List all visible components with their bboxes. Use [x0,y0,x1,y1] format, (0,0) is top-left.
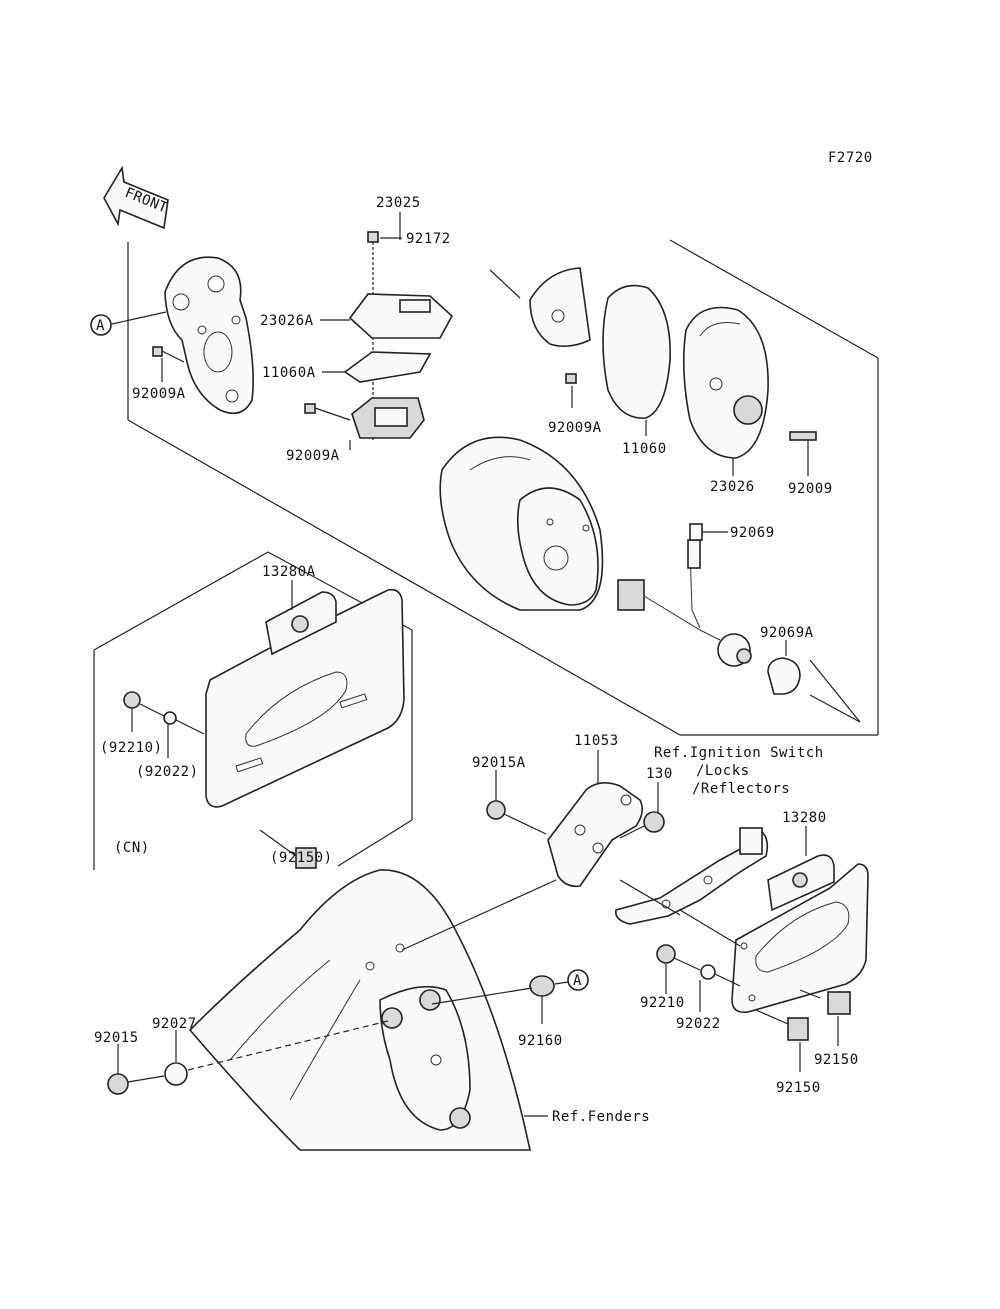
lamp-reflector [529,267,591,348]
label-23026: 23026 [710,479,755,495]
label-92150-cn: (92150) [270,850,333,866]
label-92150-2: 92150 [776,1080,821,1096]
screw-92009 [789,431,817,441]
ref-fenders: Ref.Fenders [552,1109,650,1125]
ref-a-right: A [573,973,582,989]
grommet-92160 [431,975,555,1005]
nut-92015a [486,800,547,835]
screw-92009a-left [152,346,185,363]
label-23025: 23025 [376,195,421,211]
label-11060: 11060 [622,441,667,457]
label-92015a: 92015A [472,755,526,771]
label-92172: 92172 [406,231,451,247]
label-92009: 92009 [788,481,833,497]
washer-92027 [164,1062,188,1086]
ref-reflectors: /Reflectors [692,781,790,797]
bolt-130 [619,811,665,839]
license-plate-bracket-cn [205,588,405,808]
label-92210: 92210 [640,995,685,1011]
nut-92210 [656,944,741,987]
ref-a-left: A [96,318,105,334]
bolt-92150-lower [755,1009,809,1041]
label-11053: 11053 [574,733,619,749]
nut-92210-cn [123,691,205,735]
bulb-92069a [767,657,801,695]
label-92022: 92022 [676,1016,721,1032]
tail-lamp-housing [439,436,604,611]
ignition-switch-bracket [614,827,769,925]
label-92210-cn: (92210) [100,740,163,756]
lamp-gasket-11060a [343,351,432,383]
label-13280a: 13280A [262,564,316,580]
label-13280: 13280 [782,810,827,826]
lamp-lens-gasket-11060 [602,284,671,419]
label-11060a: 11060A [262,365,316,381]
rear-fender [188,869,531,1151]
label-92069: 92069 [730,525,775,541]
figure-code: F2720 [828,150,873,166]
front-arrow-icon: FRONT [103,165,170,230]
label-92022-cn: (92022) [136,764,199,780]
label-92150-1: 92150 [814,1052,859,1068]
ref-ignition-switch: Ref.Ignition Switch [654,745,824,761]
bulb-92069 [689,523,703,541]
bracket-11053 [401,782,644,951]
license-plate-bracket [679,854,869,1014]
label-92009a-1: 92009A [132,386,186,402]
bolt-92150-cn [259,829,317,869]
label-23026a: 23026A [260,313,314,329]
lamp-socket-wiring [617,539,752,667]
nut-92015 [107,1073,129,1095]
label-92069a: 92069A [760,625,814,641]
ref-a-circle-left [90,314,112,336]
bolt-92150-upper [799,989,851,1015]
label-92009a-2: 92009A [286,448,340,464]
label-92027: 92027 [152,1016,197,1032]
label-92009a-3: 92009A [548,420,602,436]
screw-92009a-right [565,373,577,384]
tail-lamp-lens [682,306,769,459]
lamp-housing-base [351,397,425,439]
label-130: 130 [646,766,673,782]
upper-assembly-frame [127,239,879,736]
mounting-bracket [164,256,254,415]
ref-a-circle-right [567,969,589,991]
label-92160: 92160 [518,1033,563,1049]
label-cn: (CN) [114,840,150,856]
ref-locks: /Locks [696,763,750,779]
screw-92009a-middle [304,403,351,421]
cn-group-frame [93,551,413,870]
label-92015: 92015 [94,1030,139,1046]
